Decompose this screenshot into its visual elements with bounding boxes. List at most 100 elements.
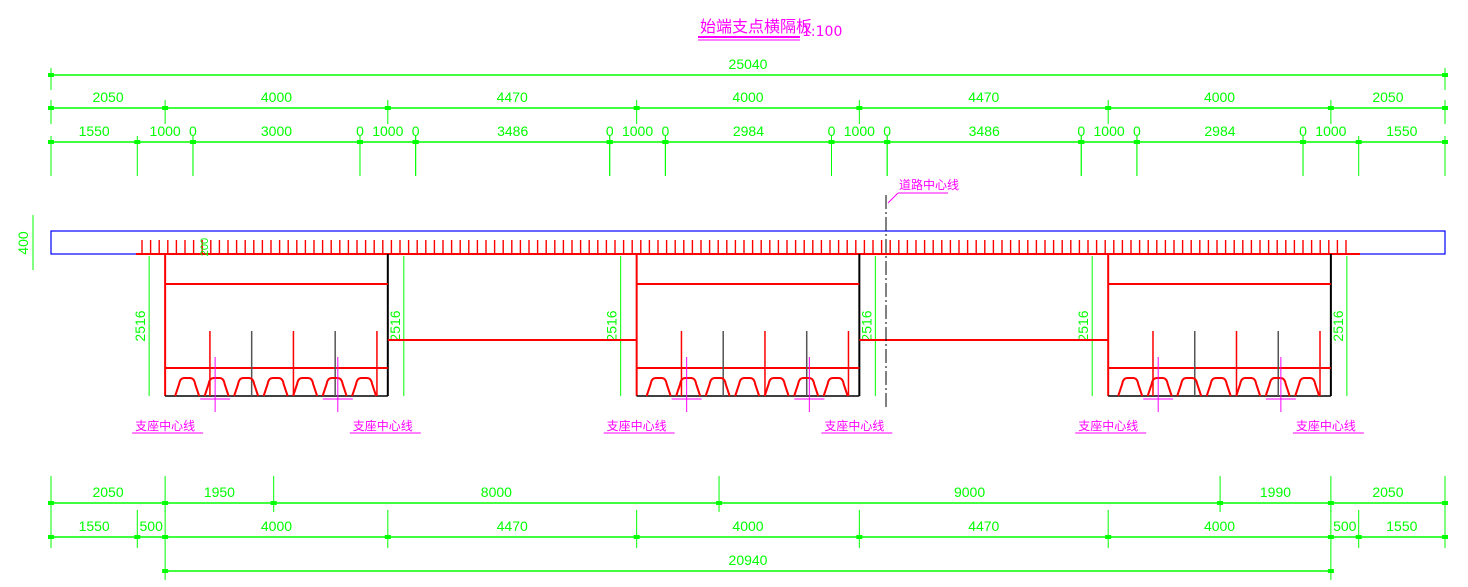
dimension-tick: [633, 535, 640, 539]
dimension-label: 1550: [79, 518, 110, 534]
dimension-tick: [162, 569, 169, 573]
dimension-label: 1000: [622, 123, 653, 139]
dimension-label: 0: [661, 123, 669, 139]
dimension-label: 20940: [729, 552, 768, 568]
u-rib: [292, 377, 319, 397]
bearing-centerline-label: 支座中心线: [824, 418, 884, 433]
dimension-label: 0: [412, 123, 420, 139]
dimension-label: 1000: [1094, 123, 1125, 139]
dimension-label: 4470: [497, 518, 528, 534]
dimension-tick: [48, 106, 54, 110]
dimension-label: 2050: [92, 484, 123, 500]
dimension-tick: [1327, 106, 1334, 110]
road-centerline-label: 道路中心线: [899, 177, 959, 192]
dimension-tick: [856, 535, 863, 539]
dimension-tick: [162, 501, 169, 505]
dimension-tick: [1355, 535, 1362, 539]
u-rib: [822, 377, 849, 397]
dimension-label: 1950: [204, 484, 235, 500]
dimension-tick: [1355, 140, 1362, 144]
dimension-label: 0: [1077, 123, 1085, 139]
dimension-tick: [828, 140, 835, 144]
dimension-tick: [716, 501, 723, 505]
dimension-tick: [1327, 501, 1334, 505]
dimension-label: 4000: [261, 518, 292, 534]
rib-height-label: 200: [199, 238, 211, 256]
u-rib: [351, 377, 378, 397]
u-rib: [1146, 377, 1173, 397]
bearing-centerline-label: 支座中心线: [1078, 418, 1138, 433]
dimension-label: 1550: [1386, 518, 1417, 534]
dimension-tick: [1442, 140, 1448, 144]
dimension-tick: [48, 501, 54, 505]
bearing-centerline-label: 支座中心线: [607, 418, 667, 433]
dimension-label: 1990: [1260, 484, 1291, 500]
deck-slab-outline: [50, 230, 1446, 255]
dimension-label: 4470: [497, 89, 528, 105]
dimension-tick: [134, 140, 141, 144]
girder-height-label: 2516: [132, 310, 148, 341]
dimension-label: 500: [1333, 518, 1357, 534]
dimension-tick: [48, 73, 54, 77]
dimension-tick: [1133, 140, 1140, 144]
u-rib: [793, 377, 820, 397]
u-rib: [262, 377, 289, 397]
dimension-tick: [1442, 535, 1448, 539]
dimension-label: 4000: [1204, 518, 1235, 534]
dimension-tick: [633, 106, 640, 110]
dimension-label: 3486: [969, 123, 1000, 139]
dimension-label: 1000: [150, 123, 181, 139]
annotations: 支座中心线 支座中心线 支座中心线 支座中心线 支座中心线 支座中心线 道路中心线: [132, 177, 1364, 434]
dimension-tick: [162, 106, 169, 110]
dimension-tick: [162, 535, 169, 539]
dimension-label: 2984: [1204, 123, 1235, 139]
u-rib: [203, 377, 230, 397]
u-rib: [174, 377, 201, 397]
dimension-label: 1000: [372, 123, 403, 139]
title: 始端支点横隔板 1:100: [698, 17, 842, 41]
u-rib: [1176, 377, 1203, 397]
u-rib: [675, 377, 702, 397]
dimension-tick: [1078, 140, 1085, 144]
dimension-tick: [270, 501, 277, 505]
dimension-tick: [1300, 140, 1307, 144]
dimension-tick: [356, 140, 363, 144]
bearing-centerline-label: 支座中心线: [135, 418, 195, 433]
u-rib: [1117, 377, 1144, 397]
girder-height-label: 2516: [604, 310, 620, 341]
dimension-label: 1550: [79, 123, 110, 139]
dimension-label: 9000: [954, 484, 985, 500]
girder-height-label: 2516: [387, 310, 403, 341]
bearing-centerline-label: 支座中心线: [1296, 418, 1356, 433]
dimension-label: 2984: [733, 123, 764, 139]
dimension-tick: [189, 140, 196, 144]
dimension-label: 2050: [1372, 89, 1403, 105]
dimension-label: 3486: [497, 123, 528, 139]
dimension-label: 4470: [968, 518, 999, 534]
road-centerline-leader: [887, 192, 899, 204]
u-rib: [1205, 377, 1232, 397]
dimension-tick: [856, 106, 863, 110]
deck-thickness-label: 400: [15, 231, 31, 255]
dimension-tick: [1327, 535, 1334, 539]
dimension-tick: [384, 106, 391, 110]
dimension-label: 4000: [1204, 89, 1235, 105]
dimension-tick: [384, 535, 391, 539]
dimension-tick: [606, 140, 613, 144]
dimension-label: 0: [189, 123, 197, 139]
u-rib: [645, 377, 672, 397]
dimension-label: 2050: [92, 89, 123, 105]
dimension-label: 500: [140, 518, 164, 534]
dimension-tick: [1442, 106, 1448, 110]
dimension-label: 1550: [1386, 123, 1417, 139]
dimension-label: 0: [1133, 123, 1141, 139]
dimension-tick: [48, 535, 54, 539]
girder-height-label: 2516: [1330, 310, 1346, 341]
dimension-label: 8000: [481, 484, 512, 500]
dimension-label: 0: [883, 123, 891, 139]
dimension-label: 0: [356, 123, 364, 139]
bearing-centerline-label: 支座中心线: [353, 418, 413, 433]
dimension-tick: [1105, 106, 1112, 110]
